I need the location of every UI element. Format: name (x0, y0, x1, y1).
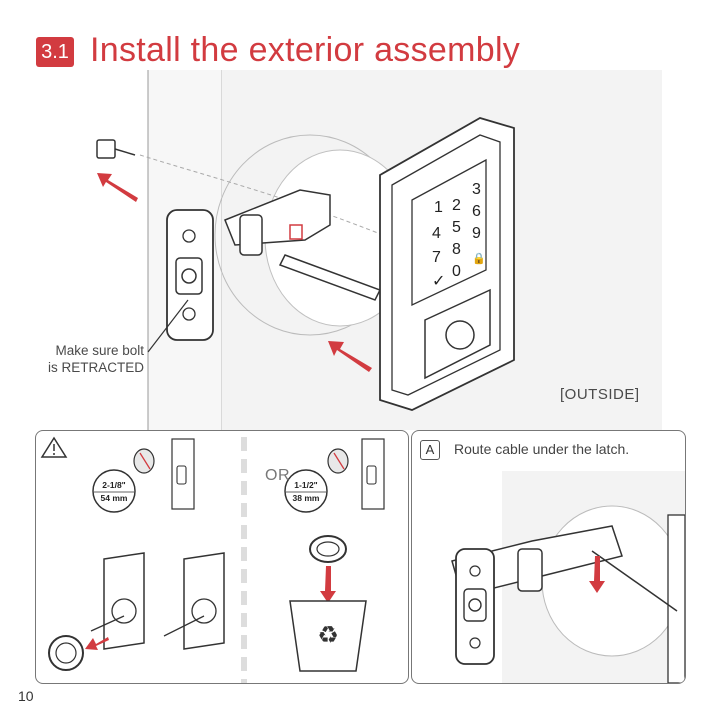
option-a-dimension: 2-1/8" 54 mm (93, 439, 194, 512)
key-0: 0 (452, 263, 461, 280)
warning-triangle-icon (42, 438, 66, 457)
lock-without-ring (164, 553, 224, 649)
cable-connector (97, 140, 135, 158)
option-a-mm: 54 mm (101, 493, 128, 503)
option-a-inches: 2-1/8" (102, 480, 125, 490)
key-lock-icon: 🔒 (472, 252, 486, 265)
option-b-dimension: 1-1/2" 38 mm (285, 439, 384, 512)
key-6: 6 (472, 203, 481, 220)
key-7: 7 (432, 249, 441, 266)
callout-line-2: is RETRACTED (30, 359, 144, 376)
key-3: 3 (472, 181, 481, 198)
option-b-inches: 1-1/2" (294, 480, 317, 490)
arrow-discard-icon (320, 566, 336, 603)
recycle-icon: ♻ (317, 621, 339, 649)
or-label: OR (265, 467, 290, 485)
main-illustration: 1 3 2 5 6 4 8 9 7 0 ✓ 🔒 (0, 70, 720, 430)
arrow-cable-icon (97, 173, 138, 202)
step-number-badge: 3.1 (36, 37, 74, 67)
bolt-callout: Make sure bolt is RETRACTED (30, 342, 144, 376)
route-cable-panel: A Route cable under the latch. (411, 430, 686, 684)
option-b-mm: 38 mm (293, 493, 320, 503)
key-5: 5 (452, 219, 461, 236)
outside-label: [OUTSIDE] (560, 386, 640, 403)
route-instruction: Route cable under the latch. (454, 441, 629, 457)
key-check: ✓ (432, 273, 445, 290)
key-9: 9 (472, 225, 481, 242)
key-1: 1 (434, 199, 443, 216)
lock-with-ring (49, 553, 144, 670)
page-number: 10 (18, 688, 34, 704)
keyway-icon (446, 321, 474, 349)
key-2: 2 (452, 197, 461, 214)
callout-line-1: Make sure bolt (30, 342, 144, 359)
ring-discard: ♻ (290, 536, 366, 671)
faceplate-detail (456, 549, 494, 664)
key-4: 4 (432, 225, 441, 242)
key-8: 8 (452, 241, 461, 258)
page-title: Install the exterior assembly (90, 31, 520, 70)
step-a-badge: A (420, 440, 440, 460)
door-thickness-panel: 2-1/8" 54 mm 1-1/2" 38 mm (35, 430, 409, 684)
latch-faceplate (167, 210, 213, 340)
